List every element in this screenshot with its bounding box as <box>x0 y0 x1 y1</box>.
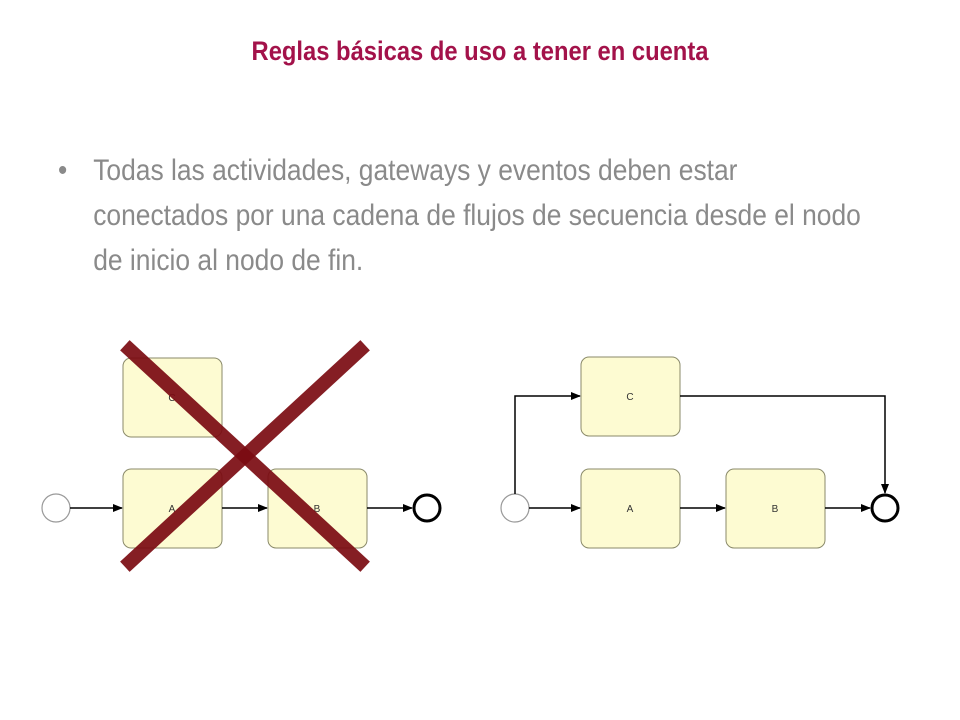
task-c-label: C <box>168 393 175 404</box>
cross-mark-icon <box>120 340 370 572</box>
bullet-symbol: • <box>58 154 68 187</box>
correct-diagram: C A B <box>500 356 900 549</box>
bullet-text: Todas las actividades, gateways y evento… <box>93 154 861 277</box>
task-a-label: A <box>627 504 634 515</box>
sequence-flow-c-end <box>680 395 889 494</box>
task-c-label: C <box>626 392 633 403</box>
task-b-label: B <box>772 504 779 515</box>
bullet-item: • Todas las actividades, gateways y even… <box>58 148 861 283</box>
slide-title: Reglas básicas de uso a tener en cuenta <box>251 36 709 66</box>
task-b-label: B <box>314 504 321 515</box>
end-event <box>412 493 442 523</box>
start-event <box>41 493 71 523</box>
incorrect-diagram: C A B <box>41 340 442 572</box>
end-event <box>870 493 900 523</box>
start-event <box>500 493 530 523</box>
sequence-flow-start-c <box>514 392 581 494</box>
task-a-label: A <box>169 504 176 515</box>
